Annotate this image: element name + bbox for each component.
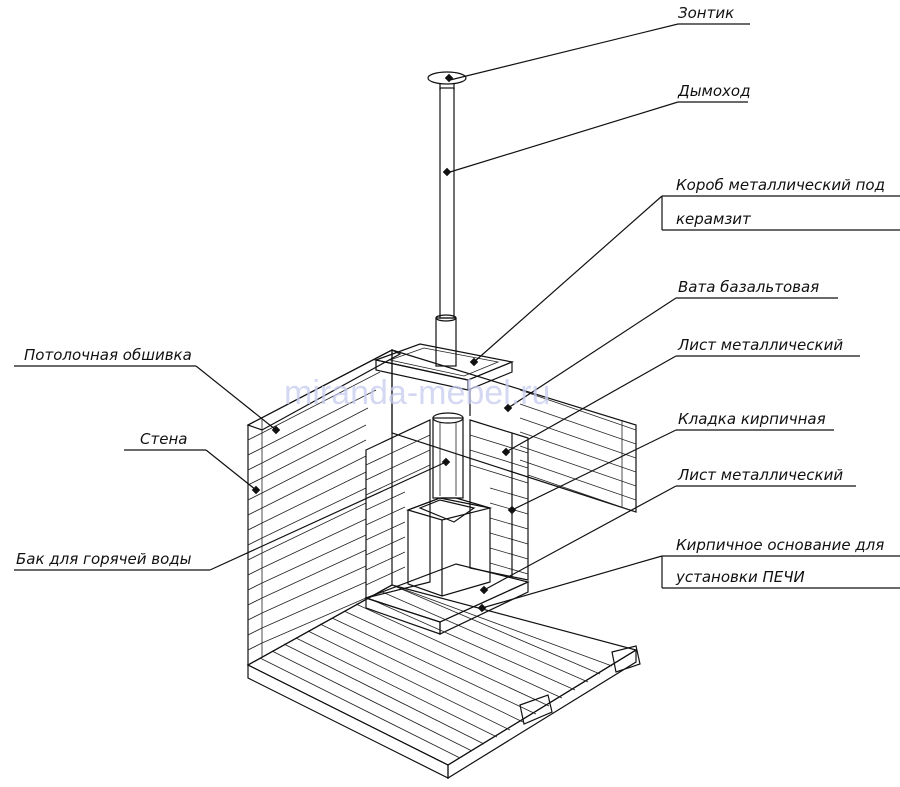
label-dymokhod: Дымоход bbox=[677, 82, 750, 100]
label-osnovanie-line2: установки ПЕЧИ bbox=[675, 568, 805, 586]
label-list-metal-1: Лист металлический bbox=[677, 336, 843, 354]
labels: Зонтик Дымоход Короб металлический под к… bbox=[16, 4, 885, 586]
floor-deck bbox=[246, 584, 641, 780]
label-vata: Вата базальтовая bbox=[678, 278, 819, 296]
metal-box bbox=[373, 343, 515, 416]
brick-masonry bbox=[365, 419, 529, 599]
left-wall bbox=[246, 349, 402, 667]
label-zontik: Зонтик bbox=[678, 4, 734, 22]
stove bbox=[406, 412, 493, 597]
label-kladka: Кладка кирпичная bbox=[678, 410, 826, 428]
label-stena: Стена bbox=[140, 430, 187, 448]
brick-base bbox=[364, 563, 530, 635]
label-bak: Бак для горячей воды bbox=[16, 550, 192, 568]
leader-lines bbox=[14, 23, 900, 613]
chimney bbox=[427, 71, 467, 367]
label-korob-line1: Короб металлический под bbox=[676, 176, 885, 194]
right-wall bbox=[391, 349, 637, 513]
label-potolochnaya: Потолочная обшивка bbox=[24, 346, 192, 364]
label-korob-line2: керамзит bbox=[676, 210, 752, 228]
label-osnovanie-line1: Кирпичное основание для bbox=[676, 536, 884, 554]
label-list-metal-2: Лист металлический bbox=[677, 466, 843, 484]
watermark: miranda-mebel.ru bbox=[284, 374, 550, 412]
